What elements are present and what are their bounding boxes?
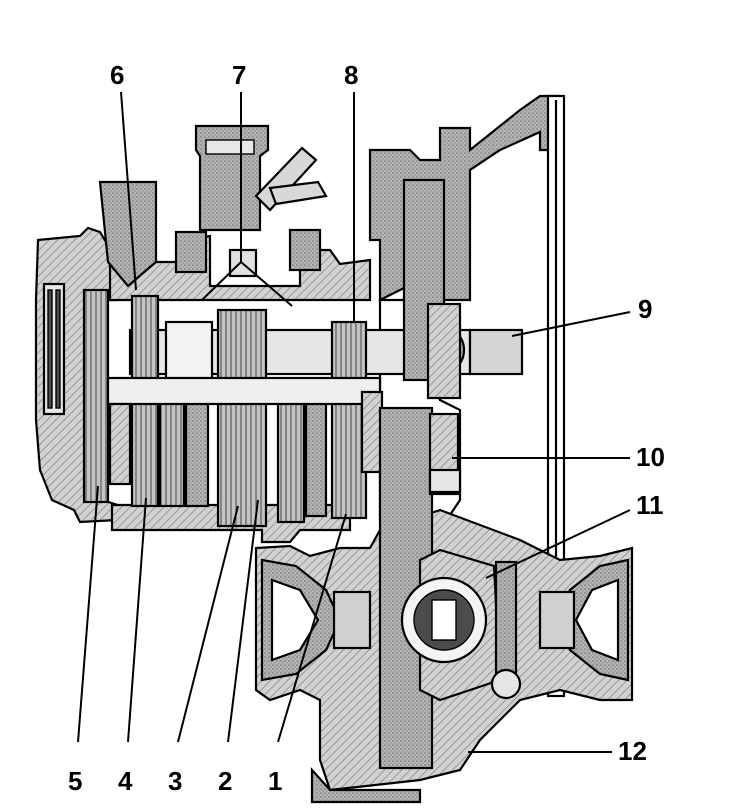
callout-3: 3 bbox=[168, 766, 182, 796]
gear-5 bbox=[82, 288, 110, 504]
leader-5 bbox=[77, 485, 99, 743]
countershaft bbox=[106, 376, 384, 486]
callout-2: 2 bbox=[218, 766, 232, 796]
leader-1 bbox=[277, 513, 347, 743]
input-shaft bbox=[128, 320, 524, 384]
callout-9: 9 bbox=[638, 294, 652, 324]
gear-1 bbox=[330, 320, 368, 520]
callout-labels: 6 7 8 9 10 11 12 5 4 3 2 1 bbox=[68, 60, 665, 796]
leader-3 bbox=[177, 505, 239, 743]
leader-11 bbox=[485, 509, 631, 579]
callout-8: 8 bbox=[344, 60, 358, 90]
callout-12: 12 bbox=[618, 736, 647, 766]
leader-6 bbox=[120, 91, 137, 291]
callout-10: 10 bbox=[636, 442, 665, 472]
leader-lines bbox=[77, 91, 631, 753]
drive-flange bbox=[402, 178, 462, 400]
leader-7b bbox=[201, 261, 242, 301]
callout-4: 4 bbox=[118, 766, 133, 796]
leader-7c bbox=[240, 261, 293, 307]
callout-6: 6 bbox=[110, 60, 124, 90]
leader-2 bbox=[227, 499, 259, 743]
gear-2 bbox=[216, 308, 268, 528]
differential bbox=[260, 548, 630, 702]
leader-9 bbox=[511, 311, 631, 337]
leader-4 bbox=[127, 497, 147, 743]
callout-1: 1 bbox=[268, 766, 282, 796]
callout-11: 11 bbox=[636, 490, 664, 520]
callout-7: 7 bbox=[232, 60, 246, 90]
callout-5: 5 bbox=[68, 766, 82, 796]
